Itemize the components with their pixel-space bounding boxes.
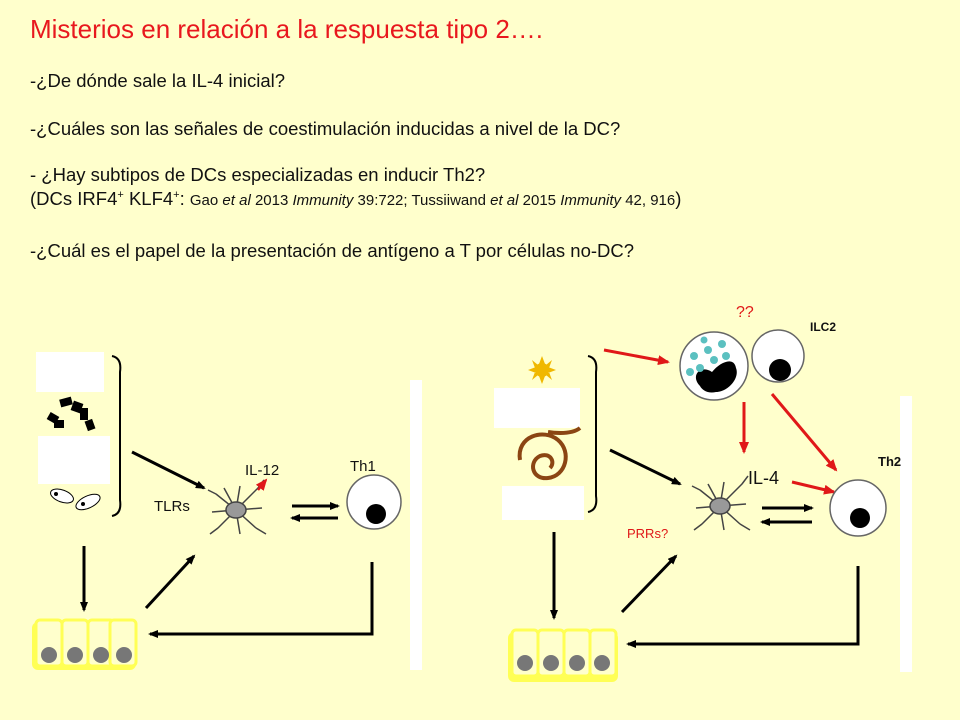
arrow-epithelium-to-dc: [144, 554, 196, 610]
ilc2-cell-icon: [751, 329, 805, 383]
right-panel-th2: [494, 329, 912, 682]
prrs-label: PRRs?: [627, 526, 669, 541]
question-il4-source: -¿De dónde sale la IL-4 inicial?: [30, 70, 286, 91]
il12-arrow: [255, 478, 268, 491]
unknown-cells-label: ??: [736, 304, 754, 321]
white-column: [900, 396, 912, 672]
arrow-th2-to-epithelium: [626, 566, 860, 648]
pathogen-box: [38, 436, 110, 484]
dendritic-cell-icon: [691, 475, 751, 531]
epithelium-icon: [508, 628, 618, 682]
arrow-pathogen-to-dc: [131, 450, 206, 490]
pathogen-box: [36, 352, 104, 392]
arrow-allergen-to-innate-cells: [603, 348, 670, 366]
il4-label: IL-4: [748, 468, 780, 488]
question-costimulation: -¿Cuáles son las señales de coestimulaci…: [30, 118, 621, 139]
arrow-il4-to-th2: [791, 480, 836, 495]
protozoa-icon: [50, 488, 101, 511]
helminth-icon: [517, 426, 582, 481]
arrow-epithelium-to-dc: [620, 554, 678, 614]
bracket: [587, 355, 598, 513]
ilc2-label: ILC2: [810, 320, 837, 334]
th1-label: Th1: [350, 458, 376, 475]
dendritic-cell-icon: [207, 479, 267, 535]
question-non-dc-presentation: -¿Cuál es el papel de la presentación de…: [30, 240, 635, 261]
allergen-icon: [528, 356, 556, 384]
allergen-box: [494, 388, 580, 428]
tlrs-label: TLRs: [154, 498, 190, 515]
question-dc-subtypes-reference: (DCs IRF4+ KLF4+: Gao et al 2013 Immunit…: [30, 188, 682, 209]
question-dc-subtypes: - ¿Hay subtipos de DCs especializadas en…: [30, 164, 486, 185]
th1-cell-icon: [346, 474, 402, 530]
arrow-helminth-to-dc: [609, 448, 682, 486]
bacteria-icon: [46, 396, 96, 432]
basophil-icon: [679, 331, 749, 401]
slide-title: Misterios en relación a la respuesta tip…: [30, 14, 544, 44]
th2-cell-icon: [829, 479, 887, 537]
white-column: [410, 380, 422, 670]
arrow-th1-to-epithelium: [148, 562, 374, 638]
il12-label: IL-12: [245, 462, 280, 479]
epithelium-icon: [32, 618, 138, 670]
bracket: [111, 355, 122, 517]
th2-label: Th2: [878, 454, 902, 469]
citation: Gao et al 2013 Immunity 39:722; Tussiiwa…: [189, 192, 676, 209]
left-panel-th1: [32, 352, 422, 670]
arrow-ilc2-to-th2: [770, 393, 838, 472]
allergen-box: [502, 486, 584, 520]
